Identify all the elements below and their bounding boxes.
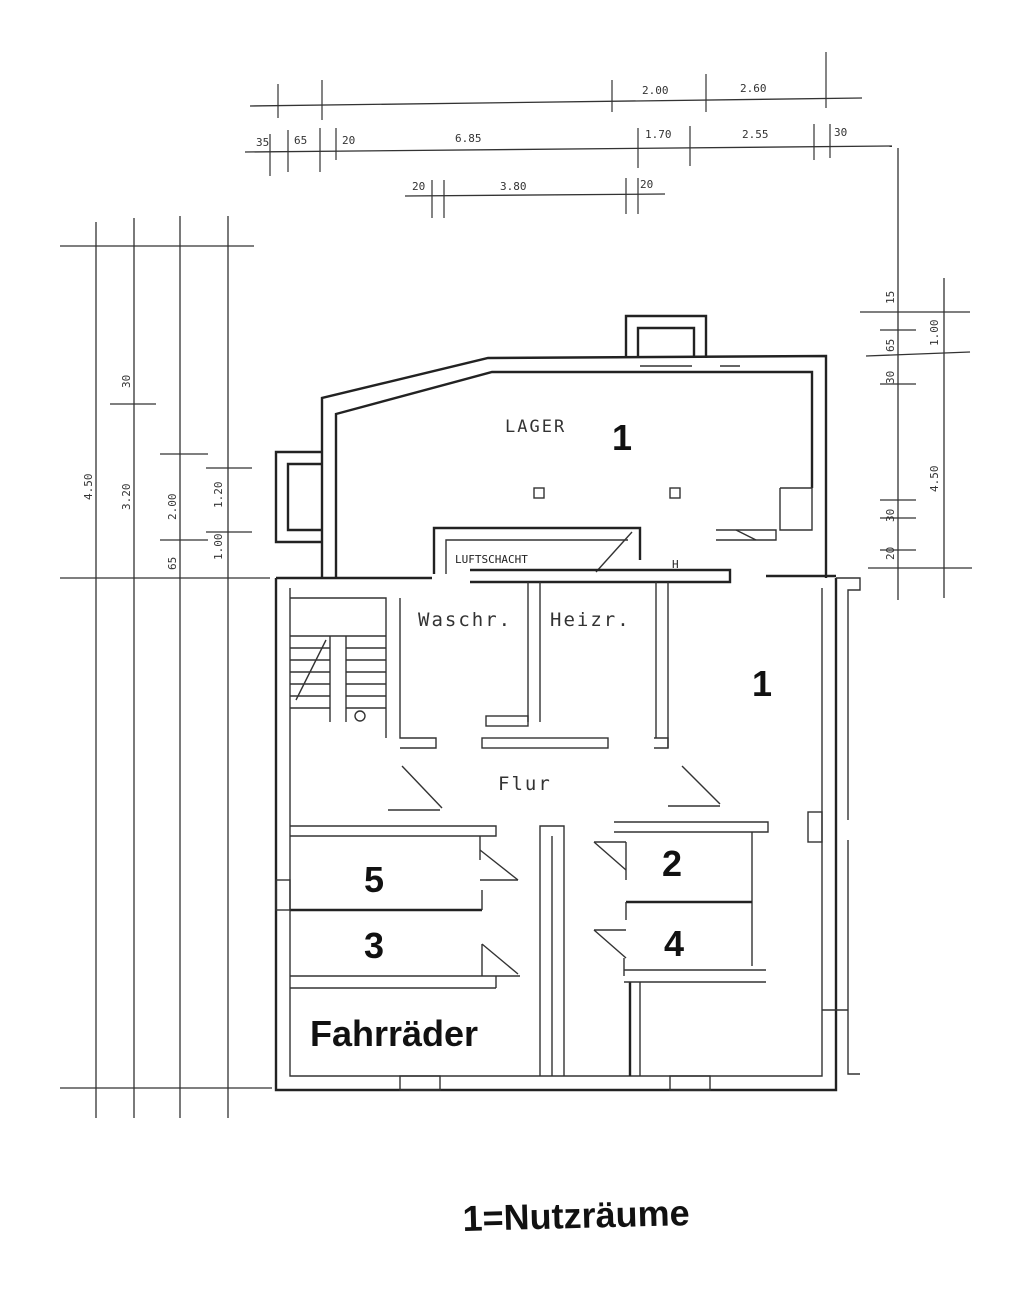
building-walls: H xyxy=(274,314,861,1092)
room-fahrraeder-label: Fahrräder xyxy=(310,1013,478,1054)
dim-left-2: 3.20 xyxy=(120,484,133,511)
dim-top-8: 2.55 xyxy=(742,128,769,141)
left-dimension-lines xyxy=(60,216,272,1118)
staircase-steps xyxy=(290,635,386,722)
dim-left-6: 1.00 xyxy=(212,534,225,561)
dim-right-7: 20 xyxy=(884,547,897,560)
dim-right-4: 30 xyxy=(884,371,897,384)
dim-left-4: 2.00 xyxy=(166,494,179,521)
dim-left-1: 4.50 xyxy=(82,474,95,501)
dim-top-3: 35 xyxy=(256,136,269,149)
dim-left-3: 30 xyxy=(120,375,133,388)
dim-top-2: 2.60 xyxy=(740,82,767,95)
dim-top-5: 20 xyxy=(342,134,355,147)
dim-top-11: 3.80 xyxy=(500,180,527,193)
left-dimension-labels: 4.50 3.20 30 2.00 1.20 1.00 65 xyxy=(82,375,225,570)
room-waschraum-label: Waschr. xyxy=(418,609,512,631)
dim-right-2: 1.00 xyxy=(928,320,941,347)
dim-top-4: 65 xyxy=(294,134,307,147)
top-dimension-labels: 2.00 2.60 35 65 20 6.85 1.70 2.55 30 20 … xyxy=(256,82,847,193)
room-number-5: 5 xyxy=(364,859,384,900)
dim-right-5: 4.50 xyxy=(928,466,941,493)
dim-right-6: 30 xyxy=(884,509,897,522)
dim-top-12: 20 xyxy=(640,178,653,191)
room-heizraum-label: Heizr. xyxy=(550,609,631,631)
dim-right-3: 65 xyxy=(884,339,897,352)
legend-text: 1=Nutzräume xyxy=(462,1192,691,1239)
room-number-3: 3 xyxy=(364,925,384,966)
dim-left-5: 1.20 xyxy=(212,482,225,509)
room-flur-label: Flur xyxy=(498,773,552,795)
dim-top-9: 30 xyxy=(834,126,847,139)
dim-top-7: 1.70 xyxy=(645,128,672,141)
dim-top-10: 20 xyxy=(412,180,425,193)
room-numbers: 1 1 2 3 4 5 xyxy=(364,417,772,966)
room-luftschacht-label: LUFTSCHACHT xyxy=(455,553,528,566)
dim-left-7: 65 xyxy=(166,557,179,570)
room-number-lager: 1 xyxy=(612,417,632,458)
room-number-east: 1 xyxy=(752,663,772,704)
dim-top-1: 2.00 xyxy=(642,84,669,97)
right-dimension-labels: 15 1.00 65 30 4.50 30 20 xyxy=(884,291,941,560)
room-number-2: 2 xyxy=(662,843,682,884)
dim-top-6: 6.85 xyxy=(455,132,482,145)
svg-text:H: H xyxy=(672,558,679,571)
room-labels: LAGER LUFTSCHACHT Waschr. Heizr. Flur Fa… xyxy=(310,417,631,1054)
dim-right-1: 15 xyxy=(884,291,897,304)
top-dimension-lines xyxy=(244,52,893,218)
room-lager-label: LAGER xyxy=(505,417,566,437)
right-dimension-lines xyxy=(860,148,972,600)
room-number-4: 4 xyxy=(664,923,684,964)
